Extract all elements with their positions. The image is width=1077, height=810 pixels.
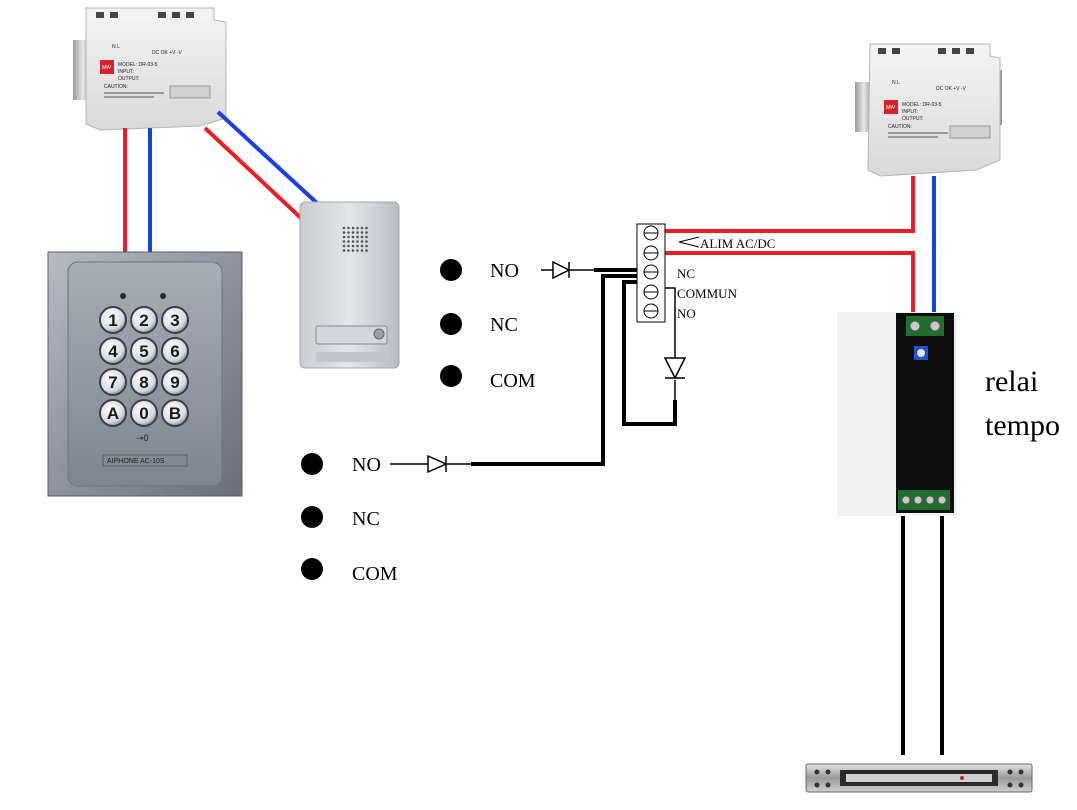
keypad-key-label: 9 (170, 373, 179, 392)
keypad-key-label: 7 (108, 373, 117, 392)
power-supply-left: N L DC OK +V -V MW MODEL: DR-03-5 INPUT:… (73, 7, 227, 131)
keypad-key[interactable]: A (99, 399, 127, 427)
bullet-icon (301, 453, 323, 475)
timer-relay: relai tempo (837, 312, 1060, 516)
keypad-key[interactable]: B (161, 399, 189, 427)
keypad: 1 2 3 4 5 6 7 8 9A 0 B ⊸0 AIPHONE AC-10S (47, 251, 243, 497)
call-button-icon (373, 328, 385, 340)
label-terminal-nc: NC (677, 266, 695, 281)
keypad-key[interactable]: 7 (99, 368, 127, 396)
keypad-keys: 1 2 3 4 5 6 7 8 9A 0 B (99, 306, 189, 427)
keypad-key-label: A (107, 404, 119, 423)
keypad-key-label: 8 (139, 373, 148, 392)
label-com: COM (490, 370, 536, 392)
psu-dc-label: DC OK +V -V (152, 50, 183, 56)
svg-text:CAUTION:: CAUTION: (888, 124, 912, 130)
psu-model-label: MODEL: DR-03-5 (902, 102, 942, 108)
keypad-key[interactable]: 8 (130, 368, 158, 396)
svg-text:MW: MW (886, 105, 895, 111)
svg-text:OUTPUT:: OUTPUT: (118, 76, 139, 82)
terminal-block: ALIM AC/DC NC COMMUN NO (636, 223, 775, 323)
psu-pin-label: N L (892, 80, 900, 86)
keypad-key[interactable]: 9 (161, 368, 189, 396)
diode-icon (427, 454, 448, 474)
led-icon (160, 293, 166, 299)
diode-icon (552, 260, 571, 280)
terminal-screws (643, 225, 659, 319)
meanwell-logo-icon (100, 60, 114, 74)
keypad-key-label: 5 (139, 342, 148, 361)
relay-label-line1: relai (985, 365, 1038, 398)
bullet-icon (440, 259, 462, 281)
bullet-icon (301, 506, 323, 528)
contact-group-1: NO NC COM (440, 259, 536, 392)
label-alim: ALIM AC/DC (700, 236, 775, 251)
led-icon (120, 293, 126, 299)
keypad-key-label: 6 (170, 342, 179, 361)
psu-dc-label: DC OK +V -V (936, 86, 967, 92)
wires (123, 110, 944, 755)
keypad-key[interactable]: 2 (130, 306, 158, 334)
door-station (299, 201, 400, 369)
keypad-key[interactable]: 4 (99, 337, 127, 365)
label-terminal-no: NO (677, 306, 696, 321)
contact-group-2: NO NC COM (301, 453, 398, 585)
meanwell-logo-icon (884, 100, 898, 114)
keypad-key[interactable]: 5 (130, 337, 158, 365)
label-nc: NC (490, 314, 518, 336)
keypad-key-label: 3 (170, 311, 179, 330)
nameplate (315, 325, 388, 345)
keypad-key-symbol: ⊸0 (136, 433, 149, 443)
keypad-key[interactable]: 1 (99, 306, 127, 334)
keypad-key[interactable]: 3 (161, 306, 189, 334)
psu-pin-label: N L (112, 44, 120, 50)
magnetic-lock (805, 763, 1033, 793)
bullet-icon (440, 365, 462, 387)
svg-text:CAUTION:: CAUTION: (104, 84, 128, 90)
keypad-brand-plate: AIPHONE AC-10S (107, 458, 165, 465)
svg-text:MW: MW (102, 65, 111, 71)
label-nc: NC (352, 508, 380, 530)
relay-label-line2: tempo (985, 409, 1060, 442)
label-no: NO (352, 454, 381, 476)
label-no: NO (490, 260, 519, 282)
keypad-key[interactable]: 6 (161, 337, 189, 365)
label-com: COM (352, 563, 398, 585)
positive-wire (665, 176, 915, 233)
bullet-icon (440, 313, 462, 335)
positive-wire (203, 126, 305, 222)
keypad-key-label: 1 (108, 311, 117, 330)
keypad-key[interactable]: 0 (130, 399, 158, 427)
positive-wire (665, 251, 915, 313)
diode-icon (663, 350, 687, 380)
power-supply-right: N L DC OK +V -V MW MODEL: DR-03-5 INPUT:… (855, 43, 1002, 177)
keypad-key-label: 2 (139, 311, 148, 330)
keypad-key-label: 0 (139, 404, 148, 423)
keypad-key-label: B (169, 404, 181, 423)
psu-model-label: MODEL: DR-03-5 (118, 62, 158, 68)
svg-text:INPUT:: INPUT: (902, 109, 918, 115)
bullet-icon (301, 558, 323, 580)
negative-wire (216, 110, 320, 206)
keypad-key-label: 4 (108, 342, 118, 361)
svg-text:INPUT:: INPUT: (118, 69, 134, 75)
speaker-grille-icon (342, 226, 368, 252)
label-commun: COMMUN (677, 286, 738, 301)
svg-text:OUTPUT:: OUTPUT: (902, 116, 923, 122)
